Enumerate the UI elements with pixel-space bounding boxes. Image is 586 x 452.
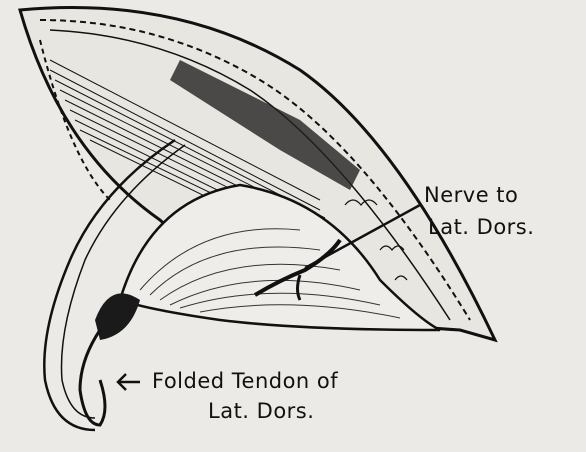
tendon-label-line1: Folded Tendon of bbox=[152, 368, 338, 394]
nerve-label-line2: Lat. Dors. bbox=[428, 214, 534, 240]
nerve-label-line1: Nerve to bbox=[424, 182, 518, 208]
muscle-dark-base bbox=[95, 293, 140, 340]
tendon-label-line2: Lat. Dors. bbox=[208, 398, 314, 424]
folded-tendon bbox=[80, 330, 105, 425]
tendon-arrow bbox=[118, 374, 140, 390]
